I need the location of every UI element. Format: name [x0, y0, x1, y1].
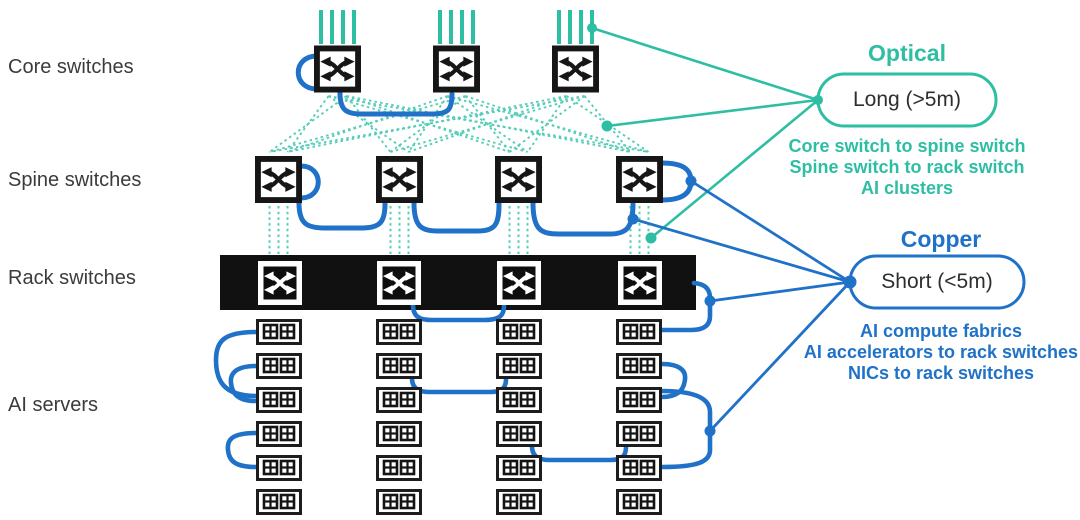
rack-switch-icon — [621, 264, 660, 303]
ai-server-grid — [256, 319, 662, 515]
core-to-spine-optical-mesh — [268, 95, 650, 153]
core-switch-row — [317, 48, 596, 89]
ai-server-icon — [376, 489, 422, 515]
spine-switch-icon — [258, 159, 299, 200]
ai-server-icon — [376, 455, 422, 481]
spine-switch-icon — [619, 159, 660, 200]
optical-legend-title: Optical — [868, 40, 946, 66]
copper-item: NICs to rack switches — [847, 363, 1035, 383]
spine-switch-icon — [379, 159, 420, 200]
ai-server-icon — [616, 319, 662, 345]
ai-server-icon — [256, 455, 302, 481]
rack-switch-icon — [261, 264, 300, 303]
copper-pill-label: Short (<5m) — [881, 270, 993, 293]
ai-server-icon — [496, 489, 542, 515]
core-uplinks-optical — [319, 10, 594, 44]
core-switch-icon — [436, 48, 477, 89]
ai-server-icon — [616, 387, 662, 413]
optical-item: Core switch to spine switch — [788, 136, 1026, 156]
optical-item: AI clusters — [860, 178, 954, 198]
ai-server-icon — [376, 387, 422, 413]
optical-item: Spine switch to rack switch — [789, 157, 1025, 177]
row-label-ai-servers: AI servers — [8, 394, 99, 416]
ai-server-icon — [256, 387, 302, 413]
optical-junction-dots — [587, 23, 823, 244]
row-label-rack-switches: Rack switches — [8, 267, 136, 289]
ai-server-icon — [616, 421, 662, 447]
ai-server-icon — [256, 421, 302, 447]
rack-switch-icon — [380, 264, 419, 303]
copper-legend-items: AI compute fabrics AI accelerators to ra… — [798, 321, 1080, 384]
optical-legend-items: Core switch to spine switch Spine switch… — [768, 136, 1046, 199]
optical-legend-connectors — [591, 26, 819, 240]
ai-server-icon — [496, 421, 542, 447]
copper-legend-connectors — [632, 179, 852, 432]
ai-server-icon — [376, 319, 422, 345]
core-switch-icon — [317, 48, 358, 89]
copper-item: AI compute fabrics — [859, 321, 1023, 341]
copper-legend-title: Copper — [900, 226, 982, 252]
ai-server-icon — [616, 353, 662, 379]
row-label-spine-switches: Spine switches — [8, 169, 142, 191]
copper-server-links — [213, 280, 713, 470]
ai-server-icon — [256, 353, 302, 379]
ai-server-icon — [496, 387, 542, 413]
core-switch-icon — [555, 48, 596, 89]
ai-server-icon — [376, 353, 422, 379]
ai-server-icon — [376, 421, 422, 447]
ai-server-icon — [496, 455, 542, 481]
ai-server-icon — [256, 319, 302, 345]
ai-server-icon — [616, 489, 662, 515]
ai-server-icon — [496, 353, 542, 379]
spine-switch-icon — [498, 159, 539, 200]
row-label-core-switches: Core switches — [8, 56, 134, 78]
ai-server-icon — [496, 319, 542, 345]
optical-pill-label: Long (>5m) — [853, 88, 961, 111]
copper-junction-dots — [627, 175, 857, 437]
copper-item: AI accelerators to rack switches — [803, 342, 1079, 362]
ai-server-icon — [616, 455, 662, 481]
ai-server-icon — [256, 489, 302, 515]
rack-switch-icon — [500, 264, 539, 303]
